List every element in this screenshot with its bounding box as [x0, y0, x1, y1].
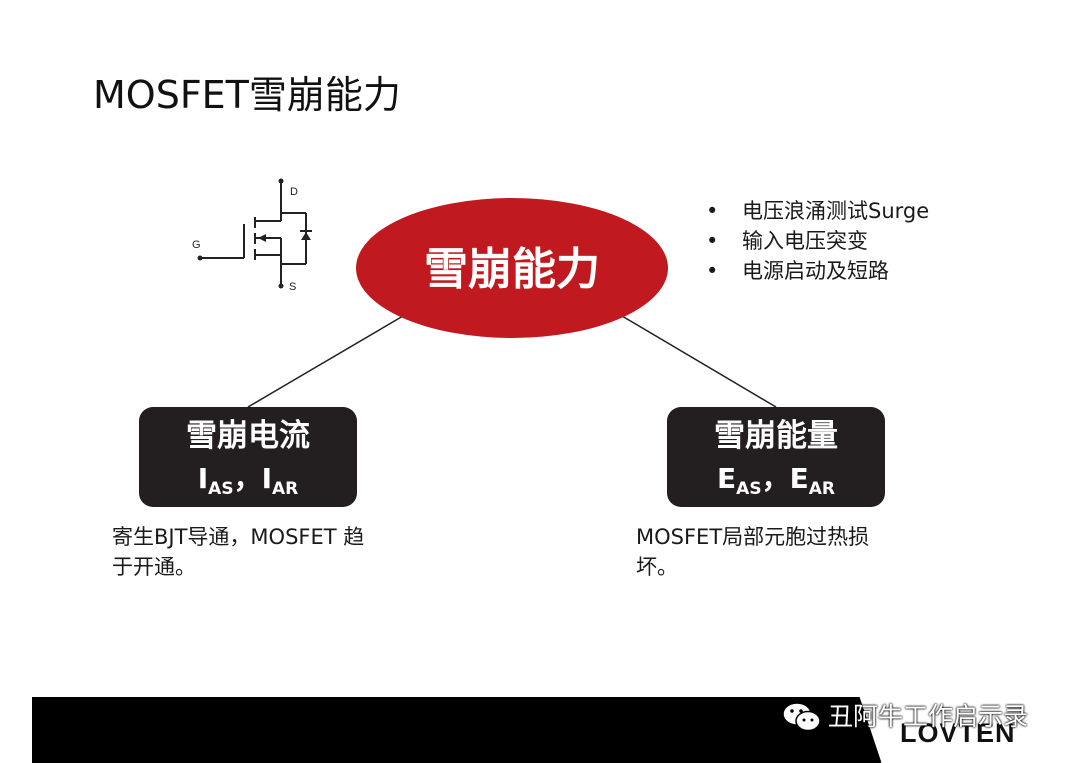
list-item: • 电源启动及短路: [706, 256, 929, 286]
box-title: 雪崩电流: [186, 418, 310, 454]
symbol-subscript: AS: [208, 479, 234, 499]
description-line: MOSFET局部元胞过热损: [636, 525, 870, 549]
separator: ，: [761, 462, 790, 495]
symbol-text: E: [717, 462, 737, 495]
description-line: 坏。: [636, 555, 678, 579]
bullet-text: 电源启动及短路: [742, 259, 889, 283]
wechat-icon: [782, 702, 821, 732]
footer-logo-panel: [856, 697, 1048, 763]
avalanche-current-description: 寄生BJT导通，MOSFET 趋 于开通。: [112, 522, 402, 582]
bullet-icon: •: [706, 259, 719, 283]
connector-right: [621, 315, 777, 408]
bullet-list: • 电压浪涌测试Surge • 输入电压突变 • 电源启动及短路: [706, 196, 929, 286]
drain-label: D: [290, 186, 298, 198]
separator: ，: [233, 462, 262, 495]
mosfet-symbol-icon: [197, 178, 312, 289]
list-item: • 输入电压突变: [706, 226, 929, 256]
symbol-text: E: [789, 462, 809, 495]
symbol-subscript: AR: [272, 479, 299, 499]
symbol-text: I: [261, 462, 272, 495]
symbol-subscript: AS: [736, 479, 762, 499]
avalanche-current-box: 雪崩电流 IAS，IAR: [139, 407, 357, 507]
box-symbols: IAS，IAR: [139, 459, 357, 509]
description-line: 寄生BJT导通，MOSFET 趋: [112, 525, 365, 549]
center-ellipse: [356, 198, 668, 338]
bullet-text: 电压浪涌测试Surge: [742, 199, 930, 223]
avalanche-energy-description: MOSFET局部元胞过热损 坏。: [636, 522, 916, 582]
watermark-text: 丑阿牛工作启示录: [828, 702, 1029, 731]
description-line: 于开通。: [112, 555, 196, 579]
avalanche-energy-box: 雪崩能量 EAS，EAR: [667, 407, 885, 507]
box-symbols: EAS，EAR: [667, 459, 885, 509]
symbol-text: I: [197, 462, 209, 495]
symbol-subscript: AR: [808, 479, 835, 499]
box-title: 雪崩能量: [714, 418, 838, 454]
bullet-icon: •: [706, 199, 719, 223]
bullet-text: 输入电压突变: [742, 229, 868, 253]
gate-label: G: [192, 239, 201, 251]
bullet-icon: •: [706, 229, 719, 253]
watermark: 丑阿牛工作启示录: [782, 697, 1028, 737]
source-label: S: [289, 281, 296, 293]
list-item: • 电压浪涌测试Surge: [706, 196, 929, 226]
center-label: 雪崩能力: [424, 244, 600, 295]
page-title: MOSFET雪崩能力: [93, 73, 401, 117]
connector-left: [247, 315, 404, 408]
brand-logo: LOVTEN: [900, 718, 1016, 748]
